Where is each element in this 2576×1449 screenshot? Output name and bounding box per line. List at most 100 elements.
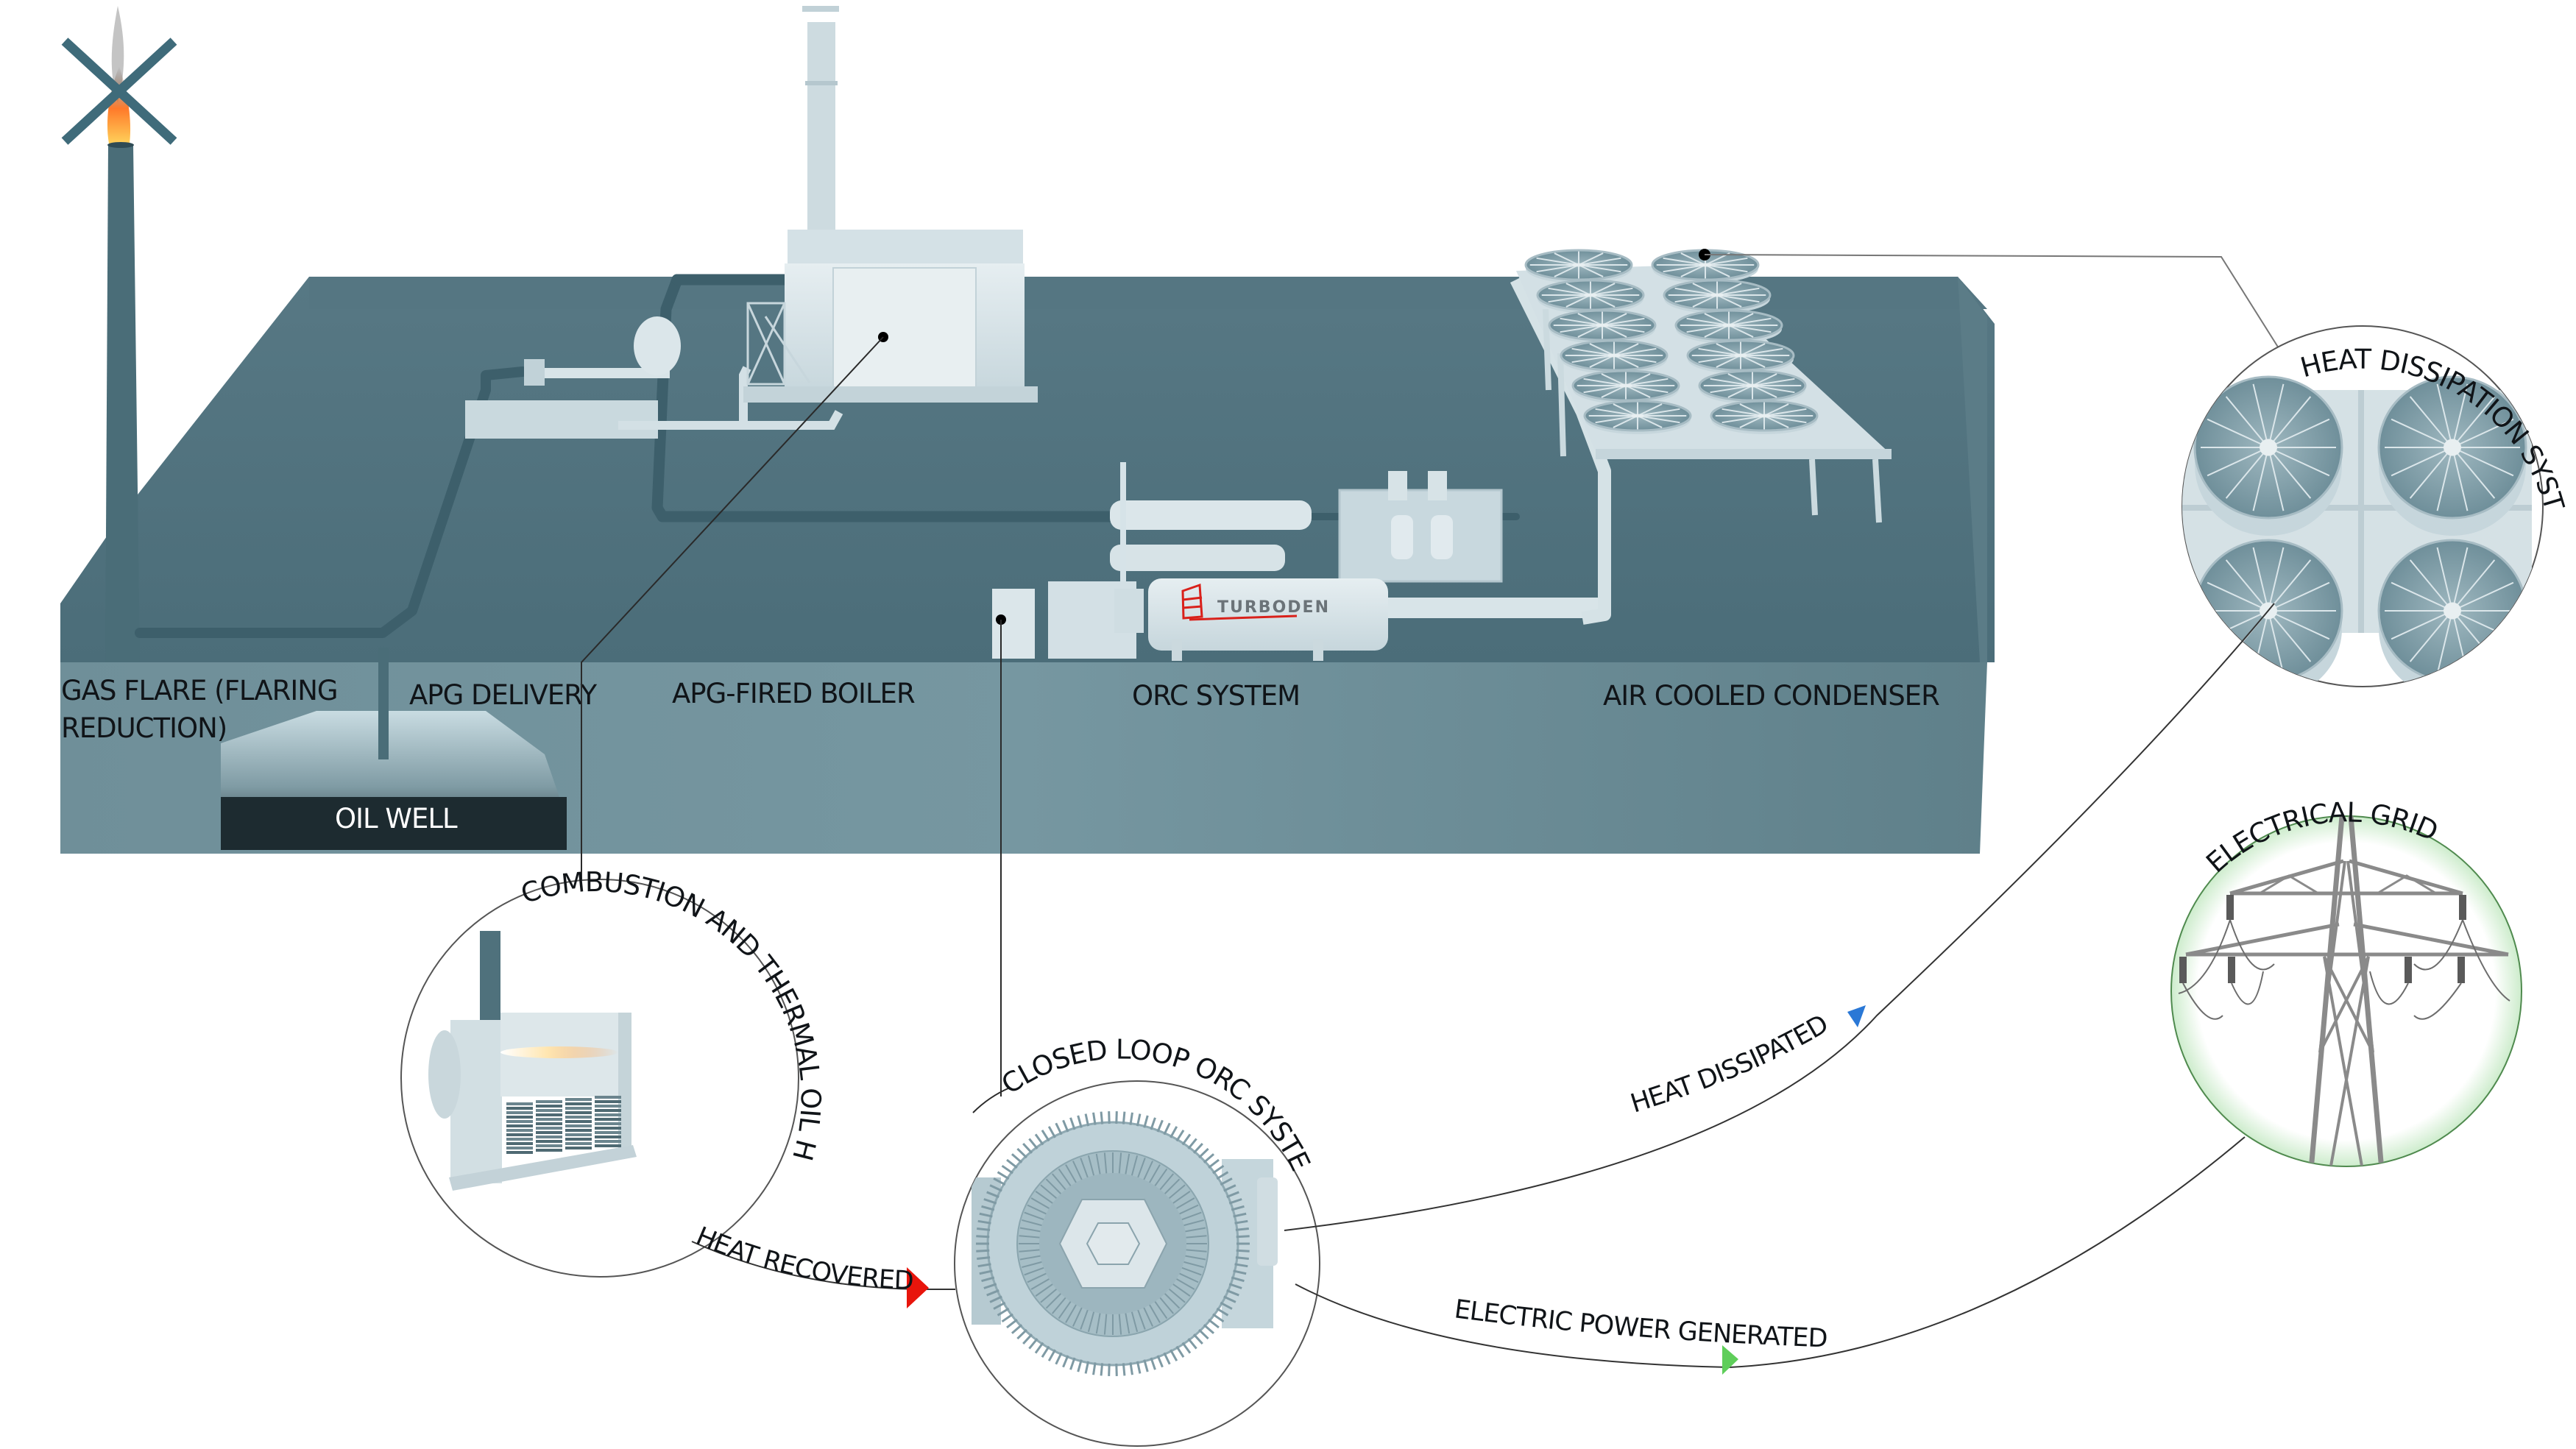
fan-blade: [2452, 383, 2469, 448]
turbine-fin: [1092, 1362, 1097, 1375]
air-cooled-condenser: [1510, 249, 1892, 625]
turbine-blade: [1143, 1161, 1154, 1180]
turbine-fin: [1022, 1142, 1033, 1154]
coil-tube: [536, 1127, 562, 1130]
orc-system: TURBODEN: [992, 462, 1609, 661]
fan-blade: [1698, 347, 1741, 356]
coil-tube: [536, 1100, 562, 1103]
orc-ring-tick: [972, 1087, 1011, 1113]
turbine-fin: [1181, 1342, 1192, 1354]
fan-hub: [2260, 439, 2277, 456]
orc-pump-col-b: [1428, 471, 1447, 500]
turbine-blade: [1181, 1266, 1202, 1276]
fan-hub: [1631, 414, 1644, 418]
turbine-fin: [1055, 1352, 1063, 1365]
fan-blade: [1722, 415, 1765, 424]
turbine-blade: [1130, 1155, 1139, 1176]
fan-blade: [2225, 396, 2269, 448]
turbine-fin: [1084, 1361, 1090, 1374]
turbine-fin: [1170, 1126, 1178, 1138]
orc-vessel-leg-a: [1172, 639, 1182, 661]
turbine-fin: [1150, 1117, 1156, 1130]
turbine-fin: [1235, 1227, 1249, 1231]
fan-hub: [1746, 383, 1759, 388]
turbine-blade: [1035, 1191, 1053, 1204]
fan-blade: [1571, 355, 1615, 364]
turbine-fin: [977, 1227, 991, 1231]
turbine-fin: [1122, 1363, 1126, 1376]
heat-recovered-arrow-icon: [907, 1267, 929, 1308]
turbine-fin: [1077, 1115, 1083, 1128]
flow-label-heat-recovered: HEAT RECOVERED: [692, 1222, 913, 1296]
burner-fan: [634, 316, 681, 375]
fan-blade: [1680, 264, 1706, 277]
fan-blade: [1637, 415, 1680, 424]
coil-tube: [595, 1105, 621, 1108]
heat-recovered-curve: [691, 1241, 955, 1290]
platform-right-side: [1958, 277, 1987, 662]
power-cables: [2178, 919, 2510, 1020]
fan-blade: [1554, 252, 1579, 266]
flow-label-electric-power: ELECTRIC POWER GENERATED: [1453, 1294, 1827, 1353]
fan-icon: [1663, 279, 1772, 313]
turbine-fin: [1022, 1333, 1033, 1345]
boiler-base: [743, 386, 1038, 403]
fan-blade: [2452, 447, 2469, 511]
fan-blade: [2207, 447, 2269, 477]
turbine-fin: [1001, 1313, 1013, 1323]
fan-icon: [1536, 279, 1645, 313]
turbine-blade: [1186, 1249, 1207, 1253]
turbine-fin: [1047, 1349, 1056, 1361]
fan-hub: [1734, 353, 1747, 358]
turbine-blade: [1130, 1311, 1139, 1333]
fan-blade: [1560, 317, 1603, 326]
turbine-blade: [1027, 1272, 1047, 1283]
fan-blade: [1727, 373, 1753, 386]
fan-blade: [2391, 581, 2453, 612]
turbine-fin: [997, 1307, 1010, 1317]
fan-blade: [2409, 610, 2453, 662]
electric-power-arrow-icon: [1722, 1345, 1738, 1375]
coil-tube: [595, 1118, 621, 1121]
orc-heat-exchanger-bottom: [1110, 545, 1285, 571]
coil-tube: [536, 1144, 562, 1147]
fan-blade: [1548, 287, 1591, 296]
turbine-fin: [1233, 1212, 1247, 1218]
coil-tube: [506, 1111, 533, 1114]
turboden-logo-icon: [1181, 583, 1298, 621]
coil-tube: [506, 1138, 533, 1141]
apg-skid-pipe: [545, 368, 670, 378]
turbine-blade: [1045, 1293, 1061, 1309]
fan-blade: [2252, 383, 2269, 448]
fan-blade: [2268, 610, 2312, 662]
turbine-fin: [983, 1283, 997, 1289]
turbine-blade: [1185, 1227, 1206, 1233]
apg-skid-valve: [524, 359, 545, 386]
fan-blade: [2409, 396, 2453, 448]
condenser-deck-edge: [1596, 449, 1892, 459]
turbine-fin: [1062, 1355, 1069, 1368]
fan-hub: [2444, 439, 2461, 456]
coil-tube: [506, 1142, 533, 1145]
turbine-fin: [1163, 1352, 1171, 1365]
turbine-fin: [1034, 1342, 1044, 1354]
fan-blade: [1560, 325, 1603, 333]
fan-hub: [1722, 323, 1735, 327]
turbine-fin: [993, 1177, 1006, 1186]
orc-vessel-leg-b: [1313, 639, 1323, 661]
fan-hub: [1596, 323, 1609, 327]
boiler-stack: [807, 22, 835, 235]
turbine-fin: [1150, 1357, 1156, 1370]
apg-skid-base: [465, 400, 658, 439]
coil-tube: [536, 1140, 562, 1143]
turbine-blade: [1030, 1278, 1050, 1290]
fan-blade: [1705, 264, 1730, 277]
turbine-fin: [1047, 1126, 1056, 1138]
turbine-fin: [1231, 1276, 1245, 1283]
turbine-blade: [1019, 1249, 1040, 1253]
boiler-stairs: [746, 302, 811, 386]
fan-blade: [1716, 294, 1742, 308]
label-air-cooled-condenser: AIR COOLED CONDENSER: [1603, 680, 1939, 712]
turbine-blade: [1159, 1173, 1175, 1191]
